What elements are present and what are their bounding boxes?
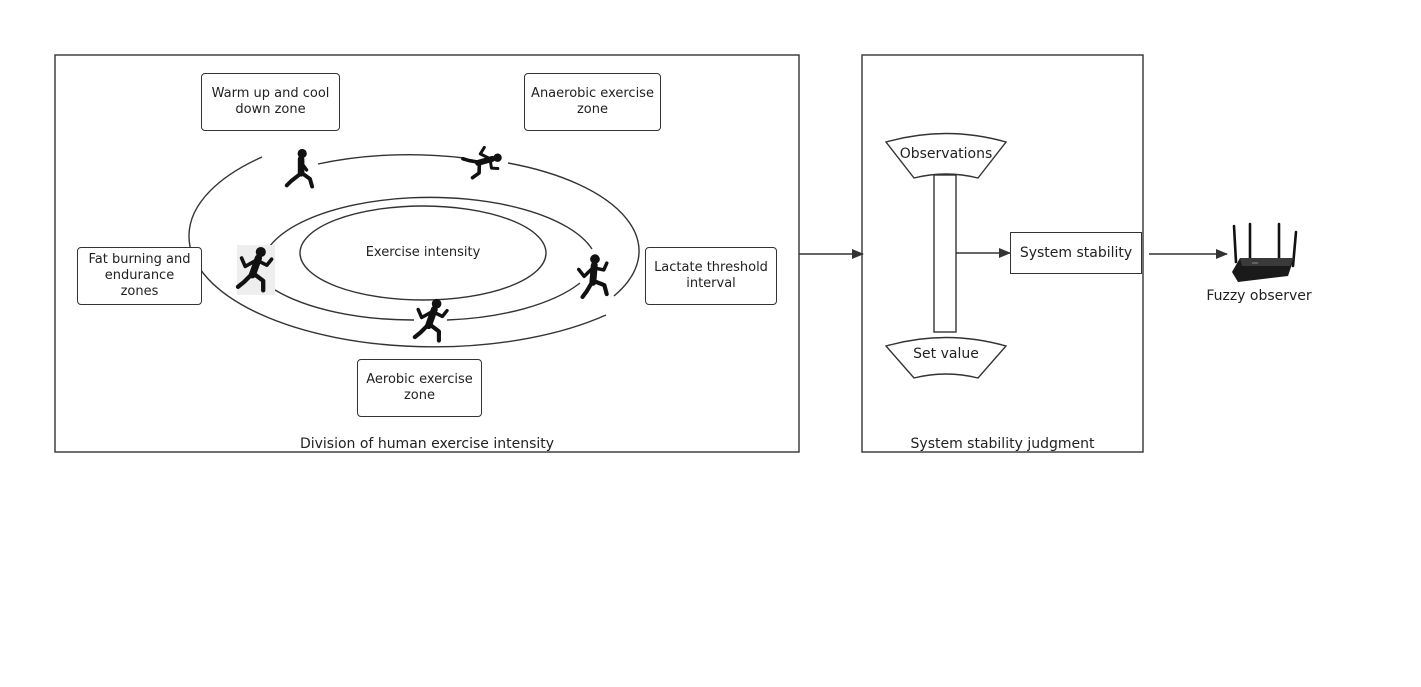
zone-anaerobic-box: Anaerobic exercise zone <box>524 73 661 131</box>
runner-icon-anaerobic <box>460 140 506 184</box>
zone-aerobic-box: Aerobic exercise zone <box>357 359 482 417</box>
center-ellipse <box>299 205 547 301</box>
zone-anaerobic-label: Anaerobic exercise zone <box>531 86 654 117</box>
router-icon <box>1232 222 1298 282</box>
zone-aerobic-label: Aerobic exercise zone <box>366 372 473 403</box>
fuzzy-observer-label: Fuzzy observer <box>1206 288 1312 304</box>
runner-icon-fat-burning <box>237 245 275 295</box>
system-stability-label: System stability <box>1019 245 1133 261</box>
center-label: Exercise intensity <box>365 245 481 260</box>
runner-icon-aerobic <box>415 299 447 341</box>
zone-warmup-label: Warm up and cool down zone <box>211 86 330 117</box>
system-stability-box: System stability <box>1010 232 1142 274</box>
observations-shape <box>884 132 1008 179</box>
zone-lactate-label: Lactate threshold interval <box>654 260 768 291</box>
stability-judgment-panel <box>861 54 1144 453</box>
zone-fat-burning-box: Fat burning and endurance zones <box>77 247 202 305</box>
zone-warmup-box: Warm up and cool down zone <box>201 73 340 131</box>
set-value-label: Set value <box>913 346 979 362</box>
observations-label: Observations <box>899 146 993 162</box>
runner-icon-lactate <box>573 252 615 301</box>
runner-icon-warmup <box>284 148 315 189</box>
right-panel-caption: System stability judgment <box>910 436 1095 452</box>
zone-lactate-box: Lactate threshold interval <box>645 247 777 305</box>
running-track <box>188 153 640 348</box>
comparison-column <box>933 174 957 333</box>
set-value-shape <box>884 336 1008 379</box>
left-panel-caption: Division of human exercise intensity <box>299 436 555 452</box>
zone-fat-burning-label: Fat burning and endurance zones <box>88 252 191 299</box>
